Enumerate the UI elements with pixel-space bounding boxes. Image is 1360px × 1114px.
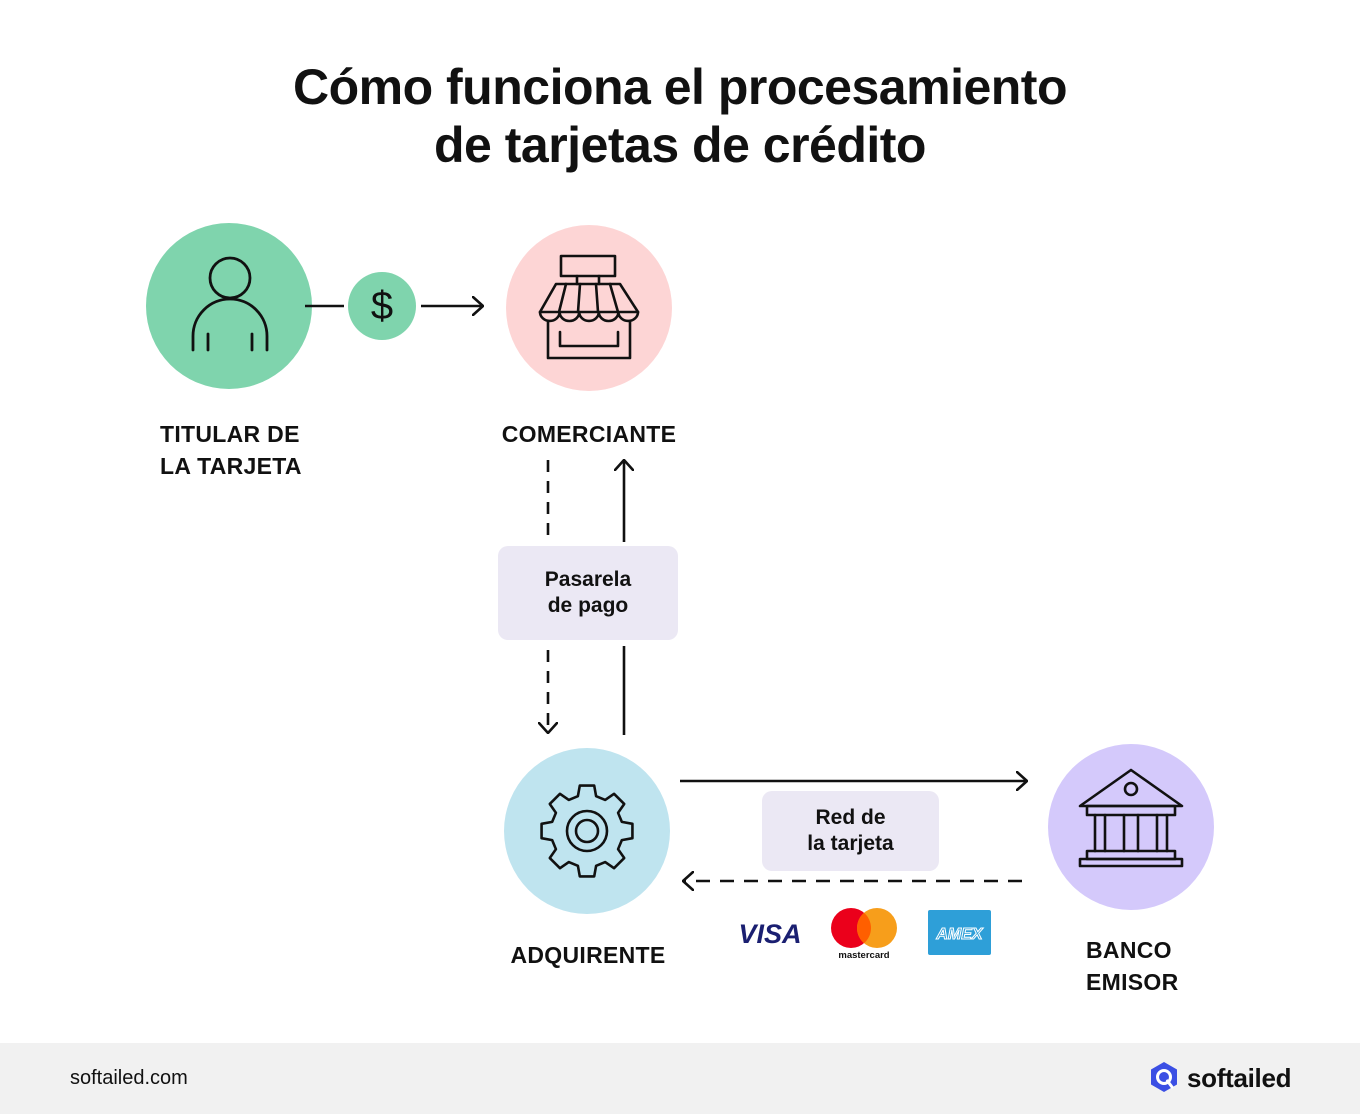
gateway-tag: Pasarela de pago [498,546,678,640]
acquirer-circle [504,748,670,914]
cardholder-node [146,223,312,389]
cardholder-label: TITULAR DE LA TARJETA [160,418,302,482]
mastercard-logo: mastercard [831,908,897,961]
network-tag: Red de la tarjeta [762,791,939,871]
cardholder-circle [146,223,312,389]
merchant-label: COMERCIANTE [489,418,689,450]
payment-arrow [305,272,483,340]
person-icon [191,256,269,352]
issuer-circle [1048,744,1214,910]
bank-icon [1078,768,1184,868]
issuer-label-line-2: EMISOR [1086,969,1179,995]
visa-logo: VISA [738,919,801,949]
title-line-1: Cómo funciona el procesamiento [292,59,1068,115]
visa-text: VISA [738,919,801,949]
acquirer-label: ADQUIRENTE [488,939,688,971]
acquirer-node [504,748,670,914]
storefront-icon [538,254,640,360]
gateway-tag-line-1: Pasarela [544,568,632,591]
gear-icon [540,784,634,878]
network-tag-line-2: la tarjeta [807,832,894,855]
mastercard-text: mastercard [838,950,889,961]
merchant-node [506,225,672,391]
footer-url[interactable]: softailed.com [70,1067,188,1089]
network-flows [680,781,1027,881]
amex-logo: AMEX [928,910,991,955]
footer: softailed.com softailed [0,1043,1360,1114]
gateway-tag-line-2: de pago [547,594,629,617]
merchant-circle [506,225,672,391]
title-line-2: de tarjetas de crédito [434,117,926,173]
acquirer-label-text: ADQUIRENTE [510,942,666,968]
flow-diagram: VISA mastercard AMEX [146,223,1214,961]
footer-brand-name: softailed [1187,1062,1292,1093]
gateway-flows [548,460,624,735]
page-title: Cómo funciona el procesamiento de tarjet… [0,58,1360,174]
issuer-label: BANCO EMISOR [1086,934,1179,998]
amex-text: AMEX [935,926,984,943]
footer-brand[interactable]: softailed [1149,1060,1292,1096]
issuer-node [1048,744,1214,910]
money-circle [348,272,416,340]
issuer-label-line-1: BANCO [1086,937,1172,963]
cardholder-label-line-1: TITULAR DE [160,421,300,447]
cardholder-label-line-2: LA TARJETA [160,453,302,479]
dollar-icon: $ [370,283,394,328]
merchant-label-text: COMERCIANTE [501,421,677,447]
softailed-logo-icon [1151,1062,1177,1092]
network-tag-line-1: Red de [815,806,886,829]
